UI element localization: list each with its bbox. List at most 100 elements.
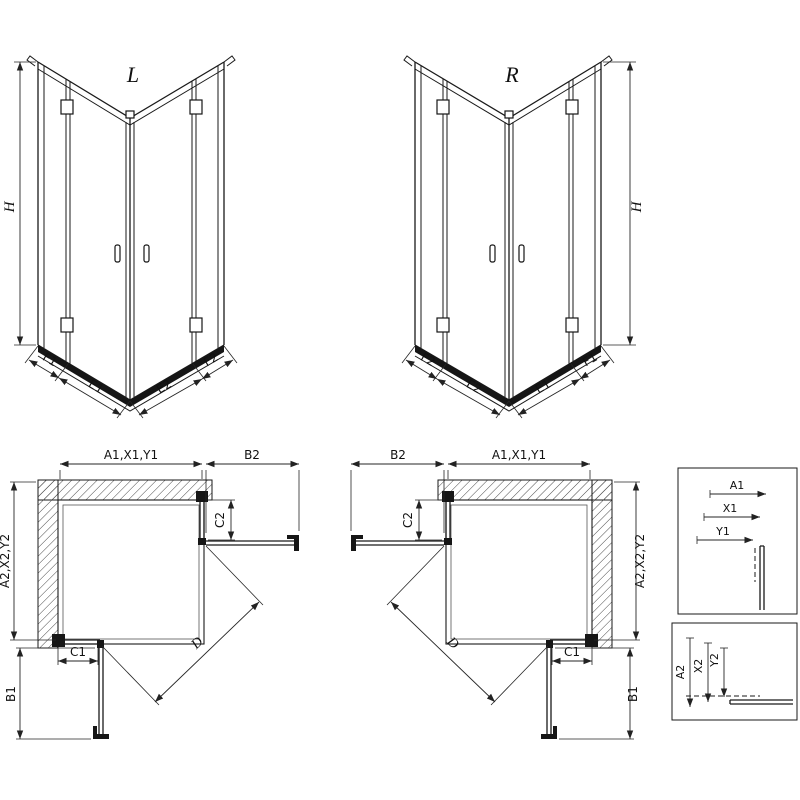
- plan-view-left: A1,X1,Y1 B2 C2 A2,X2,Y2 C1 B1: [0, 448, 300, 740]
- dim-label-e1: E1: [86, 377, 106, 397]
- dimension-bottom-left: F1 E1 E2 F2: [24, 345, 238, 419]
- dimension-b1-left: B1: [4, 647, 95, 740]
- dim-label-height: H: [629, 200, 645, 213]
- dim-label-height: H: [2, 200, 18, 213]
- variant-label-right: R: [504, 62, 519, 87]
- corner-connector-icon: [504, 110, 514, 119]
- fixed-glass-left: [445, 500, 451, 538]
- wall-profile-icon: [585, 634, 598, 647]
- plan-view-right: B2 A1,X1,Y1 C2 A2,X2,Y2 C1 B1: [350, 448, 647, 740]
- dim-label-c2: C2: [401, 512, 415, 528]
- dim-label-b2: B2: [244, 448, 260, 462]
- dim-label-f1: F1: [40, 350, 60, 369]
- dimension-d-right: D: [386, 545, 549, 706]
- dim-label-e2: E2: [464, 377, 484, 397]
- handles-left: [114, 244, 150, 263]
- hinge-icon: [436, 317, 450, 333]
- hinge-icon: [444, 538, 452, 545]
- dimension-bottom-right: F2 E2 E1 F1: [401, 345, 615, 419]
- hinge-icon: [565, 317, 579, 333]
- wall-hatch-left: [37, 479, 59, 649]
- dim-label-c2: C2: [213, 512, 227, 528]
- open-door-bottom: [98, 646, 104, 734]
- dimension-c1-right: C1: [551, 645, 593, 665]
- hinge-icon: [60, 317, 74, 333]
- dimension-c2-left: C2: [208, 499, 235, 541]
- glass-structure-left: [26, 55, 236, 401]
- door-end-profile-icon: [93, 734, 109, 739]
- dimension-d-left: D: [101, 545, 264, 706]
- wall-profile-icon: [196, 491, 208, 502]
- hinges-left: [60, 99, 203, 333]
- door-handle-icon: [143, 244, 150, 263]
- dim-label-a2x2y2: A2,X2,Y2: [633, 534, 647, 588]
- dimension-a2-right: A2,X2,Y2: [594, 481, 647, 641]
- dimension-a2-left: A2,X2,Y2: [0, 481, 56, 641]
- glass-structure-right: [403, 55, 613, 401]
- detail-label-x1: X1: [723, 502, 738, 515]
- hinges-right: [436, 99, 579, 333]
- dimension-b2-left: B2: [205, 448, 300, 533]
- dim-label-a2x2y2: A2,X2,Y2: [0, 534, 12, 588]
- glass-profile-section: [759, 545, 765, 610]
- dimension-a1-right: A1,X1,Y1: [447, 448, 591, 479]
- dim-label-f2: F2: [201, 350, 221, 369]
- dim-label-b1: B1: [4, 686, 18, 702]
- detail-box-top: A1 X1 Y1: [677, 467, 798, 615]
- open-door-bottom: [546, 646, 552, 734]
- wall-bracket-icon: [600, 55, 613, 67]
- dim-label-f1: F1: [580, 350, 600, 369]
- detail-frame: [671, 622, 798, 721]
- hinge-icon: [565, 99, 579, 115]
- detail-label-y1: Y1: [715, 525, 730, 538]
- hinge-icon: [189, 99, 203, 115]
- door-handle-icon: [114, 244, 121, 263]
- hinge-icon: [198, 538, 206, 545]
- dim-label-a1x1y1: A1,X1,Y1: [492, 448, 546, 462]
- hinge-icon: [546, 640, 553, 648]
- door-end-profile-icon: [351, 535, 356, 551]
- wall-profile-icon: [52, 634, 65, 647]
- shower-tray-plan: [445, 499, 593, 645]
- hinge-icon: [189, 317, 203, 333]
- wall-hatch-top: [37, 479, 213, 501]
- detail-frame: [677, 467, 798, 615]
- dimension-c2-right: C2: [401, 499, 442, 541]
- dimension-b1-right: B1: [555, 647, 640, 740]
- door-handle-icon: [489, 244, 496, 263]
- dimension-a1-left: A1,X1,Y1: [59, 448, 203, 479]
- door-end-profile-icon: [541, 734, 557, 739]
- dimension-b2-right: B2: [350, 448, 445, 533]
- dim-label-f2: F2: [418, 350, 438, 369]
- dim-label-e2: E2: [154, 377, 174, 397]
- hinge-icon: [97, 640, 104, 648]
- dim-label-c1: C1: [564, 645, 580, 659]
- wall-bracket-icon: [26, 55, 39, 67]
- front-view-left: L: [2, 55, 238, 419]
- dim-label-c1: C1: [70, 645, 86, 659]
- wall-bracket-icon: [223, 55, 236, 67]
- dimension-height-left: H: [2, 61, 36, 346]
- wall-bracket-icon: [403, 55, 416, 67]
- detail-label-a1: A1: [730, 479, 745, 492]
- open-door-left: [356, 540, 444, 546]
- handles-right: [489, 244, 525, 263]
- glass-profile-section: [729, 699, 793, 705]
- open-door-right: [206, 540, 294, 546]
- fixed-glass-right: [199, 500, 205, 538]
- wall-profile-icon: [442, 491, 454, 502]
- dimension-c1-left: C1: [57, 645, 99, 665]
- corner-connector-icon: [125, 110, 135, 119]
- door-end-profile-icon: [294, 535, 299, 551]
- detail-box-bottom: A2 X2 Y2: [671, 622, 798, 721]
- hinge-icon: [60, 99, 74, 115]
- dim-label-b2: B2: [390, 448, 406, 462]
- detail-label-x2: X2: [692, 659, 705, 674]
- hinge-icon: [436, 99, 450, 115]
- dim-label-a1x1y1: A1,X1,Y1: [104, 448, 158, 462]
- wall-hatch-top: [437, 479, 613, 501]
- dim-label-e1: E1: [533, 377, 553, 397]
- detail-label-y2: Y2: [708, 653, 721, 668]
